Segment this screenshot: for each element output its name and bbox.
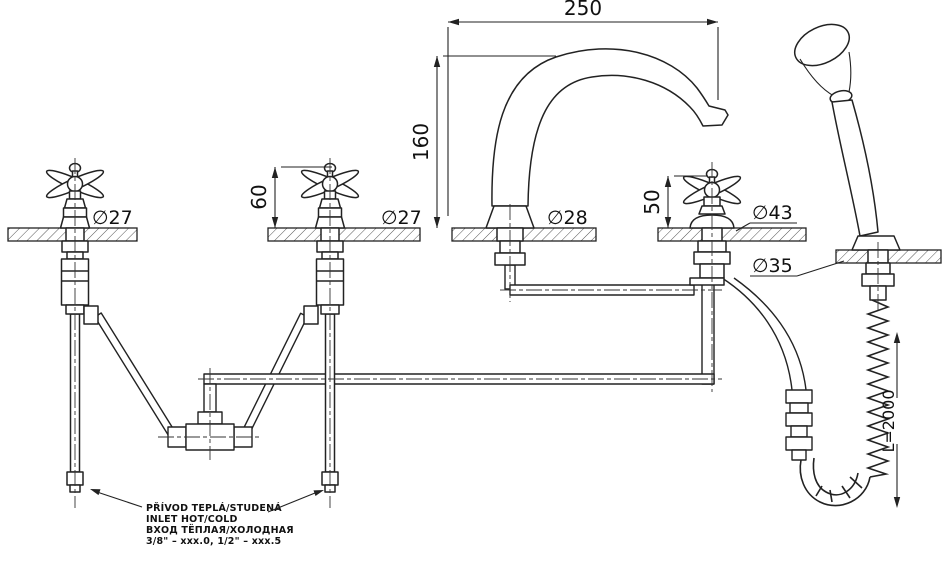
supply-piping [94,264,891,507]
dim-160-label: 160 [409,123,433,161]
valve-cold-outlet [303,305,319,325]
dia-valve-left-label: ∅27 [92,207,133,229]
dia-shower-label: ∅35 [752,255,793,277]
deck-spout [451,227,597,242]
hose-bend-inner [812,457,859,496]
hose-length-label: L=2000 [879,389,898,452]
shower-escutcheon [851,235,901,251]
pipe-valve-left-to-tee [94,312,176,437]
inlet-note-line3: ВХОД ТЁПЛАЯ/ХОЛОДНАЯ [146,525,294,536]
dimension-hose-length: L=2000 [879,332,901,508]
dia-valve-right-label: ∅27 [381,207,422,229]
shower-hose [799,299,891,507]
mounting-deck-sections [7,227,942,264]
dim-250-label: 250 [564,0,602,20]
dimension-160: 160 [409,55,556,228]
dia-mixer-label: ∅43 [752,202,793,224]
shower-head [794,23,850,67]
centerlines [74,158,879,508]
inlet-note: PŘÍVOD TEPLÁ/STUDENÁ INLET HOT/COLD ВХОД… [90,489,324,547]
spout-body [491,48,729,207]
dimension-60: 60 [247,166,332,228]
valve-hot-outlet [83,305,99,325]
dimension-250: 250 [447,0,719,216]
hose-fittings [785,389,813,461]
dia-spout-label: ∅28 [547,207,588,229]
inlet-note-line4: 3/8" – xxx.0, 1/2" – xxx.5 [146,536,281,547]
diameter-labels: ∅27 ∅27 ∅28 ∅43 ∅35 [92,202,845,277]
deck-mixer [657,227,807,242]
dimension-50: 50 [640,175,708,228]
inlet-note-line2: INLET HOT/COLD [146,514,238,525]
inlet-arrow-left [90,489,101,496]
dim-50-label: 50 [640,189,664,214]
hose-coil [865,299,891,478]
pipe-mixer-to-hose [721,277,807,391]
hose-bend-outer [799,459,871,507]
shower-handle [831,99,879,237]
valve-hot [44,164,105,493]
dim-60-label: 60 [247,184,271,209]
deck-valve-right [267,227,421,242]
valve-cold [299,164,360,493]
inlet-arrow-right [313,490,324,496]
inlet-note-line1: PŘÍVOD TEPLÁ/STUDENÁ [146,502,282,514]
